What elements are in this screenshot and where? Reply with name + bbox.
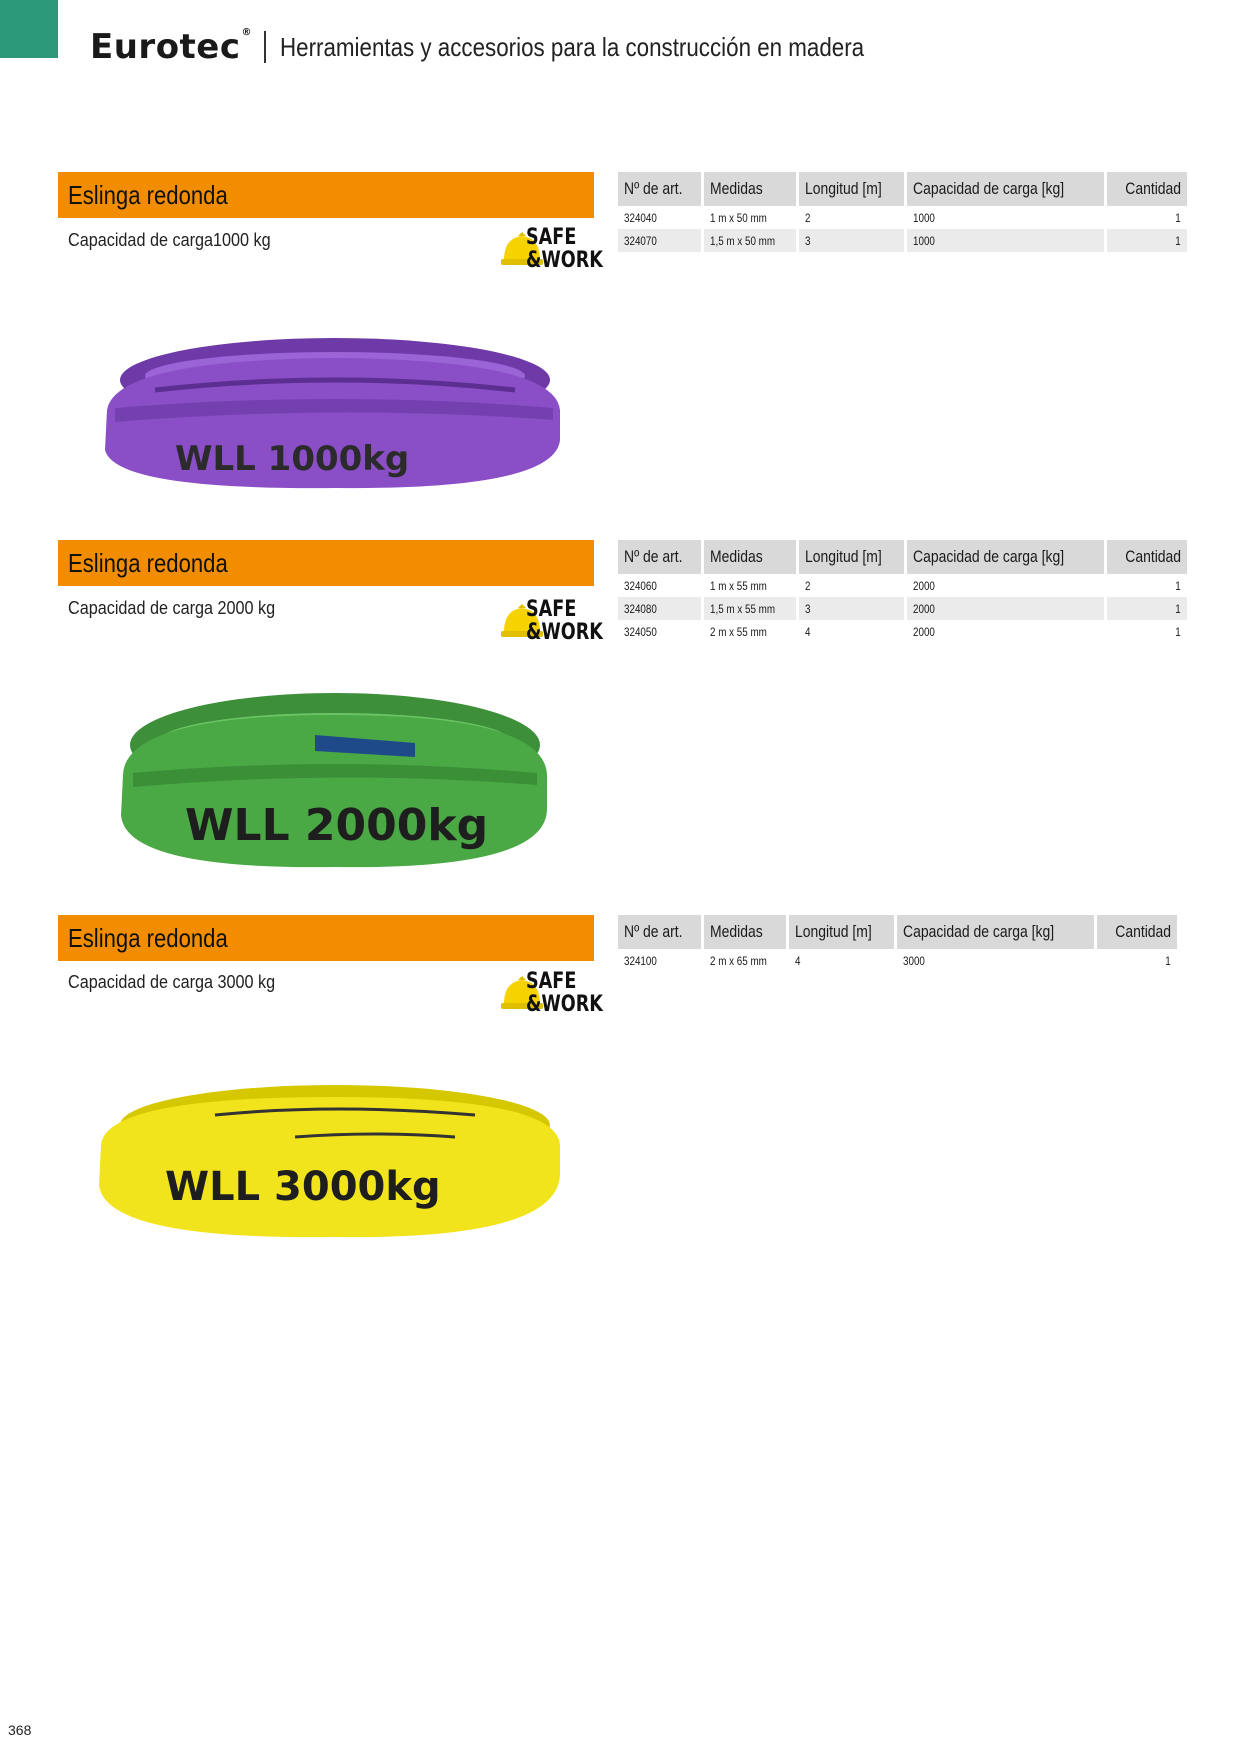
section-title-bar: Eslinga redonda <box>58 915 594 961</box>
table-row: 324040 1 m x 50 mm 2 1000 1 <box>618 206 1187 229</box>
page-number: 368 <box>8 1722 32 1738</box>
corner-tab <box>0 0 58 58</box>
spec-table: Nº de art. Medidas Longitud [m] Capacida… <box>618 172 1187 252</box>
section-subtitle: Capacidad de carga 2000 kg <box>68 598 276 618</box>
section-title-bar: Eslinga redonda <box>58 172 594 218</box>
spec-table: Nº de art. Medidas Longitud [m] Capacida… <box>618 540 1187 643</box>
safe-work-text: SAFE &WORK <box>526 597 603 645</box>
table-header-row: Nº de art. Medidas Longitud [m] Capacida… <box>618 540 1187 574</box>
sling-label: WLL 3000kg <box>165 1164 441 1210</box>
table-row: 324050 2 m x 55 mm 4 2000 1 <box>618 620 1187 643</box>
table-header-row: Nº de art. Medidas Longitud [m] Capacida… <box>618 172 1187 206</box>
table-row: 324080 1,5 m x 55 mm 3 2000 1 <box>618 597 1187 620</box>
eurotec-logo: Eurotec® <box>90 27 253 67</box>
spec-table: Nº de art. Medidas Longitud [m] Capacida… <box>618 915 1177 972</box>
header-title: Herramientas y accesorios para la constr… <box>279 31 864 62</box>
sling-image-yellow: WLL 3000kg <box>99 1085 560 1238</box>
section-subtitle: Capacidad de carga 3000 kg <box>68 972 276 992</box>
sling-label: WLL 2000kg <box>185 800 488 851</box>
helmet-icon <box>501 232 543 265</box>
table-row: 324100 2 m x 65 mm 4 3000 1 <box>618 949 1177 972</box>
section-title: Eslinga redonda <box>68 548 228 578</box>
safe-work-text: SAFE &WORK <box>526 969 603 1017</box>
sling-label: WLL 1000kg <box>175 439 409 479</box>
section-title: Eslinga redonda <box>68 180 228 210</box>
sling-image-purple: WLL 1000kg <box>105 338 560 489</box>
helmet-icon <box>501 976 543 1009</box>
table-row: 324070 1,5 m x 50 mm 3 1000 1 <box>618 229 1187 252</box>
helmet-icon <box>501 604 543 637</box>
header-divider <box>264 31 266 63</box>
safe-work-badge: SAFE &WORK <box>500 225 603 282</box>
section-title-bar: Eslinga redonda <box>58 540 594 586</box>
table-row: 324060 1 m x 55 mm 2 2000 1 <box>618 574 1187 597</box>
safe-work-text: SAFE &WORK <box>526 225 603 273</box>
page-header: Eurotec® Herramientas y accesorios para … <box>90 26 959 68</box>
section-title: Eslinga redonda <box>68 923 228 953</box>
table-header-row: Nº de art. Medidas Longitud [m] Capacida… <box>618 915 1177 949</box>
safe-work-badge: SAFE &WORK <box>500 969 603 1026</box>
section-subtitle: Capacidad de carga1000 kg <box>68 230 271 250</box>
safe-work-badge: SAFE &WORK <box>500 597 603 654</box>
sling-image-green: WLL 2000kg <box>121 693 547 868</box>
